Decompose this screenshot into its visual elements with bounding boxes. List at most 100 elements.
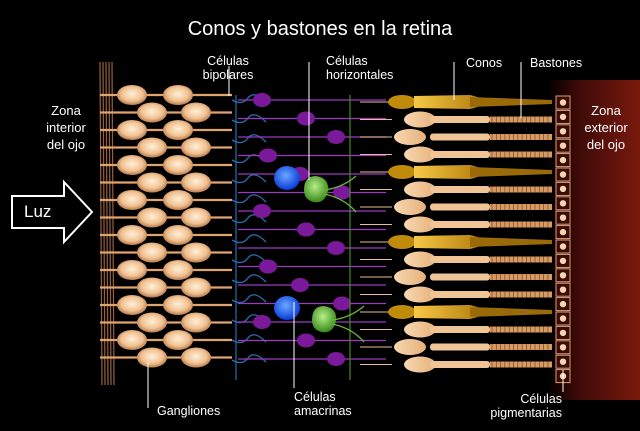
label-bastones: Bastones: [530, 56, 583, 70]
rod-outer-segment: [490, 116, 552, 123]
horizontal-cell: [312, 306, 337, 333]
pigment-nucleus: [559, 300, 567, 308]
ganglion-cell: [181, 102, 211, 123]
ganglion-cell: [163, 120, 193, 140]
label-horizontales: Células horizontales: [326, 54, 394, 82]
ganglion-cell: [117, 155, 147, 175]
nerve-fiber: [111, 61, 115, 386]
rod-inner-segment: [430, 291, 490, 298]
pigment-nucleus: [559, 272, 567, 279]
cone-outer-segment: [470, 97, 552, 107]
light-arrow: [11, 179, 94, 245]
cone-inner-segment: [414, 235, 485, 249]
ganglion-cell: [181, 207, 211, 228]
rod-inner-segment: [430, 361, 490, 368]
cone-outer-segment: [470, 167, 552, 177]
rod-outer-segment: [490, 344, 552, 350]
ganglion-cell: [181, 172, 211, 193]
ganglion-cell: [117, 295, 147, 315]
ganglion-cell: [181, 312, 211, 333]
cone-nucleus: [388, 95, 416, 109]
rod-inner-segment: [430, 186, 490, 193]
rod-inner-segment: [430, 221, 490, 228]
ganglion-cell: [117, 330, 147, 350]
nerve-fiber: [108, 61, 112, 386]
pigment-nucleus: [559, 214, 567, 221]
rod-nucleus: [404, 111, 436, 128]
rod-outer-segment: [490, 221, 552, 228]
ganglion-cell: [137, 207, 167, 228]
rod-inner-segment: [430, 116, 490, 123]
horizontal-branch: [323, 175, 357, 213]
rod-nucleus: [404, 181, 436, 198]
ganglion-cell: [163, 155, 193, 175]
pigment-nucleus: [559, 315, 567, 322]
ganglion-cell: [137, 347, 167, 368]
label-pigmentarias: Células pigmentarias: [490, 392, 562, 420]
ganglion-cell: [137, 102, 167, 123]
label-luz: Luz: [24, 202, 52, 221]
label-zona-interior: Zona interior del ojo: [46, 103, 86, 152]
ganglion-layer: [99, 61, 232, 386]
nerve-fiber: [105, 61, 109, 386]
rod-inner-segment: [430, 273, 490, 281]
nerve-fiber: [99, 61, 103, 386]
leader-lines: [147, 62, 564, 408]
pigment-nucleus: [559, 156, 567, 164]
bipolar-cell: [297, 111, 315, 126]
cone-nucleus: [388, 165, 416, 179]
pigment-nucleus: [559, 286, 567, 293]
ganglion-cell: [163, 85, 193, 105]
ganglion-cell: [117, 190, 147, 210]
pigment-layer: [555, 95, 571, 384]
rod-nucleus: [404, 216, 436, 233]
ganglion-cell: [137, 242, 167, 263]
amacrine-cell: [274, 166, 300, 190]
pigment-nucleus: [559, 171, 567, 178]
dendrite-branch: [231, 134, 267, 144]
ganglion-cell: [163, 260, 193, 280]
bipolar-cell: [253, 315, 271, 329]
rod-outer-segment: [490, 326, 552, 333]
dendrite-branch: [231, 274, 267, 284]
ganglion-cell: [163, 330, 193, 350]
ganglion-cell: [117, 260, 147, 280]
bipolar-cell: [327, 130, 345, 144]
pigment-nucleus: [559, 142, 567, 149]
label-gangliones: Gangliones: [157, 404, 221, 418]
cone-nucleus: [388, 305, 416, 319]
rod-nucleus: [394, 129, 426, 145]
bipolar-cell: [327, 241, 345, 255]
bipolar-cell: [291, 278, 309, 292]
pigment-nucleus: [559, 99, 567, 106]
rod-outer-segment: [490, 274, 552, 280]
rod-inner-segment: [430, 326, 490, 333]
cone-outer-segment: [470, 307, 552, 317]
rod-nucleus: [404, 286, 436, 303]
amacrine-cell: [274, 296, 300, 320]
label-zona-exterior: Zona exterior del ojo: [584, 103, 628, 152]
pigment-nucleus: [559, 358, 567, 365]
pigment-nucleus: [559, 113, 567, 121]
ganglion-cell: [181, 242, 211, 263]
rod-nucleus: [394, 339, 426, 355]
rod-inner-segment: [430, 256, 490, 263]
ganglion-cell: [181, 347, 211, 368]
cone-nucleus: [388, 235, 416, 249]
dendrite-branch: [231, 354, 267, 364]
bipolar-layer: [231, 93, 386, 380]
pigment-nucleus: [559, 344, 567, 351]
dendrite-branch: [231, 334, 267, 344]
dendrite-branch: [231, 254, 267, 264]
horizontal-branch: [331, 305, 365, 343]
pigment-nucleus: [559, 128, 567, 135]
ganglion-cell: [117, 120, 147, 140]
ganglion-cell: [137, 137, 167, 158]
cone-inner-segment: [414, 95, 485, 109]
pigment-nucleus: [559, 329, 567, 337]
rod-outer-segment: [490, 361, 552, 368]
dendrite-branch: [231, 194, 267, 204]
label-conos: Conos: [466, 56, 503, 70]
bipolar-cell: [253, 93, 271, 107]
